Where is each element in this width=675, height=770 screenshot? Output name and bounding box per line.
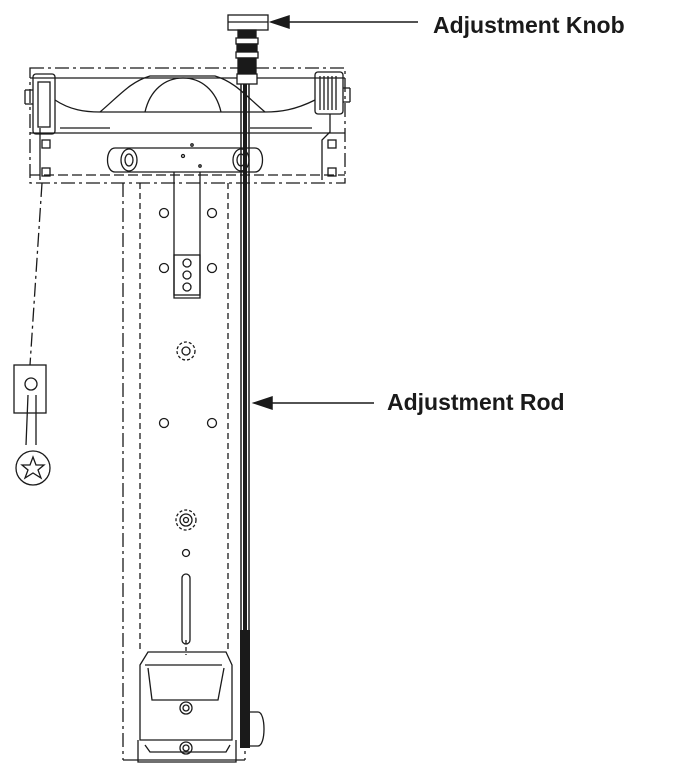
adjustment-knob-label: Adjustment Knob [433, 12, 625, 38]
rod-leader-arrow [251, 395, 374, 411]
adjustment-rod [240, 60, 250, 748]
knob-leader-arrow [268, 14, 418, 30]
column-body [122, 172, 246, 761]
top-housing [24, 67, 351, 184]
left-lever [13, 182, 51, 486]
bottom-foot [137, 651, 265, 763]
adjustment-knob [227, 14, 269, 85]
adjustment-rod-label: Adjustment Rod [387, 389, 565, 415]
